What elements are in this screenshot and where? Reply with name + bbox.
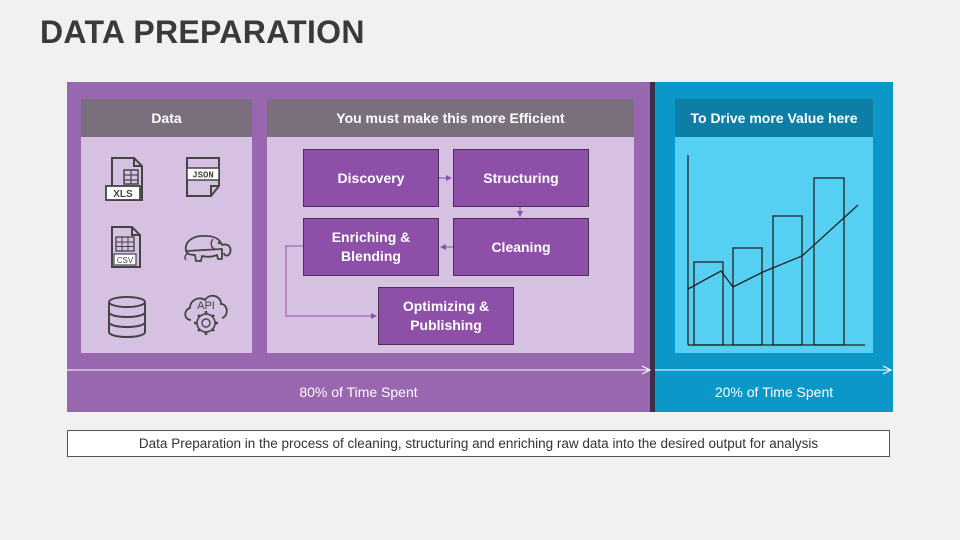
step-discovery-label: Discovery xyxy=(337,169,405,186)
data-header: Data xyxy=(81,99,252,137)
chart-bar-3 xyxy=(772,215,803,346)
chart-bar-1 xyxy=(693,261,724,346)
xls-label: XLS xyxy=(113,189,133,200)
api-gear-icon: API xyxy=(181,290,231,341)
value-header: To Drive more Value here xyxy=(675,99,873,137)
hadoop-elephant-icon xyxy=(180,229,234,274)
step-optimizing-line1: Optimizing & xyxy=(402,298,490,314)
description-text: Data Preparation in the process of clean… xyxy=(138,436,819,451)
arrow-enriching-optimizing xyxy=(285,245,377,319)
time-spent-right: 20% of Time Spent xyxy=(714,384,834,400)
chart-trend-line xyxy=(687,204,859,290)
step-structuring: Structuring xyxy=(453,149,589,207)
step-enriching-line1: Enriching & xyxy=(331,229,411,245)
step-optimizing-line2: Publishing xyxy=(410,317,482,333)
description-box: Data Preparation in the process of clean… xyxy=(67,430,890,457)
process-header: You must make this more Efficient xyxy=(267,99,634,137)
step-discovery: Discovery xyxy=(303,149,439,207)
step-structuring-label: Structuring xyxy=(483,169,559,186)
csv-file-icon: CSV xyxy=(108,225,148,276)
step-enriching-line2: Blending xyxy=(341,248,401,264)
value-chart-box xyxy=(675,137,873,353)
chart-bar-2 xyxy=(732,247,763,346)
csv-label: CSV xyxy=(117,256,134,265)
time-spent-left: 80% of Time Spent xyxy=(299,384,418,400)
step-enriching: Enriching & Blending xyxy=(303,218,439,276)
xls-file-icon: XLS xyxy=(104,156,150,209)
json-file-icon: JSON xyxy=(183,156,229,207)
step-cleaning-label: Cleaning xyxy=(491,238,551,255)
database-icon xyxy=(106,295,148,344)
step-optimizing: Optimizing & Publishing xyxy=(378,287,514,345)
page-title: DATA PREPARATION xyxy=(40,14,365,50)
api-label: API xyxy=(197,300,215,312)
chart-bar-4 xyxy=(813,177,845,346)
panel-divider xyxy=(650,82,655,412)
step-cleaning: Cleaning xyxy=(453,218,589,276)
json-label: JSON xyxy=(192,171,214,181)
